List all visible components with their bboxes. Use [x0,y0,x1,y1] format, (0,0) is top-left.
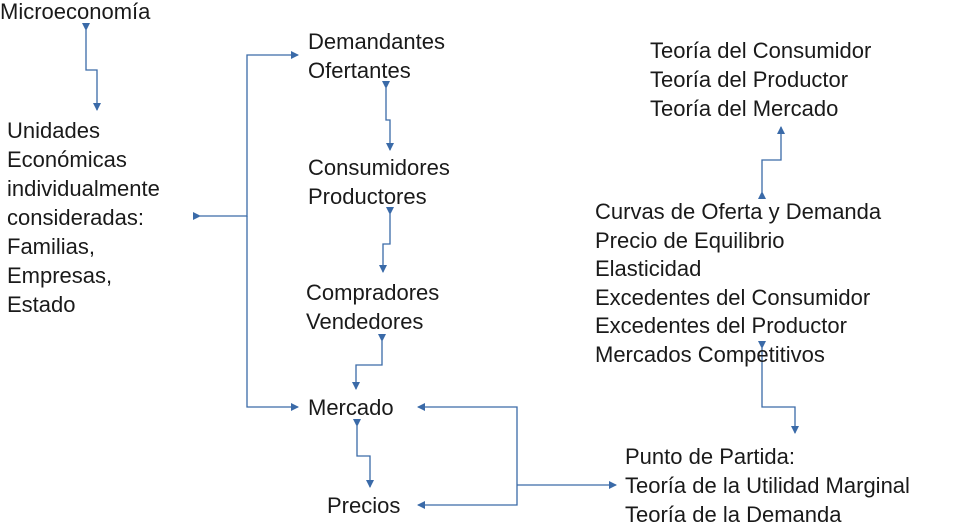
node-line: Mercado [308,395,394,420]
node-line: Teoría de la Utilidad Marginal [625,473,910,498]
connector-temas-punto [758,341,799,434]
connector-punto-precios [417,485,518,509]
node-punto-de-partida: Punto de Partida: Teoría de la Utilidad … [625,442,910,529]
node-line: Consumidores [308,155,450,180]
node-line: Punto de Partida: [625,444,796,469]
node-line: Compradores [306,280,440,305]
node-line: Excedentes del Productor [595,313,847,339]
node-line: Estado [7,292,76,317]
connector-unidades-mercado [246,216,299,411]
node-line: individualmente [7,176,160,201]
connector-demandantes-consumidores [382,81,394,151]
node-microeconomia: Microeconomía [0,0,150,26]
node-line: Teoría del Mercado [650,96,839,121]
node-line: Vendedores [306,309,424,334]
node-line: Productores [308,184,427,209]
node-line: Curvas de Oferta y Demanda [595,199,882,224]
node-unidades-economicas: Unidades Económicas individualmente cons… [7,116,160,319]
node-line: Microeconomía [0,0,151,24]
connector-consumidores-compradores [379,207,394,273]
connector-temas-teorias [758,126,785,199]
connector-punto-mercado [417,403,518,485]
node-teorias: Teoría del Consumidor Teoría del Product… [650,36,871,123]
node-line: Elasticidad [595,256,702,282]
node-line: Ofertantes [308,58,411,83]
node-temas-mercado: Curvas de Oferta y Demanda Precio de Equ… [595,198,881,370]
node-line: consideradas: [7,205,144,230]
node-line: Económicas [7,147,127,172]
node-line: Teoría del Consumidor [650,38,872,63]
node-demandantes-ofertantes: Demandantes Ofertantes [308,27,445,85]
node-line: Excedentes del Consumidor [595,284,871,310]
node-line: Unidades [7,118,100,143]
node-compradores-vendedores: Compradores Vendedores [306,278,439,336]
node-line: Familias, [7,234,96,259]
connector-mercado-precios [353,419,374,488]
node-line: Teoría del Productor [650,67,849,92]
connector-compradores-mercado [352,334,386,390]
node-line: Empresas, [7,263,113,288]
node-mercado: Mercado [308,393,394,422]
connector-micro-unidades [82,23,101,111]
node-line: Precios [327,493,401,518]
node-consumidores-productores: Consumidores Productores [308,153,450,211]
node-line: Demandantes [308,29,445,54]
node-line: Mercados Competitivos [595,341,825,367]
connector-unidades-demandantes [193,51,299,220]
node-precios: Precios [327,491,400,520]
node-line: Teoría de la Demanda [625,502,842,527]
node-line: Precio de Equilibrio [595,227,785,253]
